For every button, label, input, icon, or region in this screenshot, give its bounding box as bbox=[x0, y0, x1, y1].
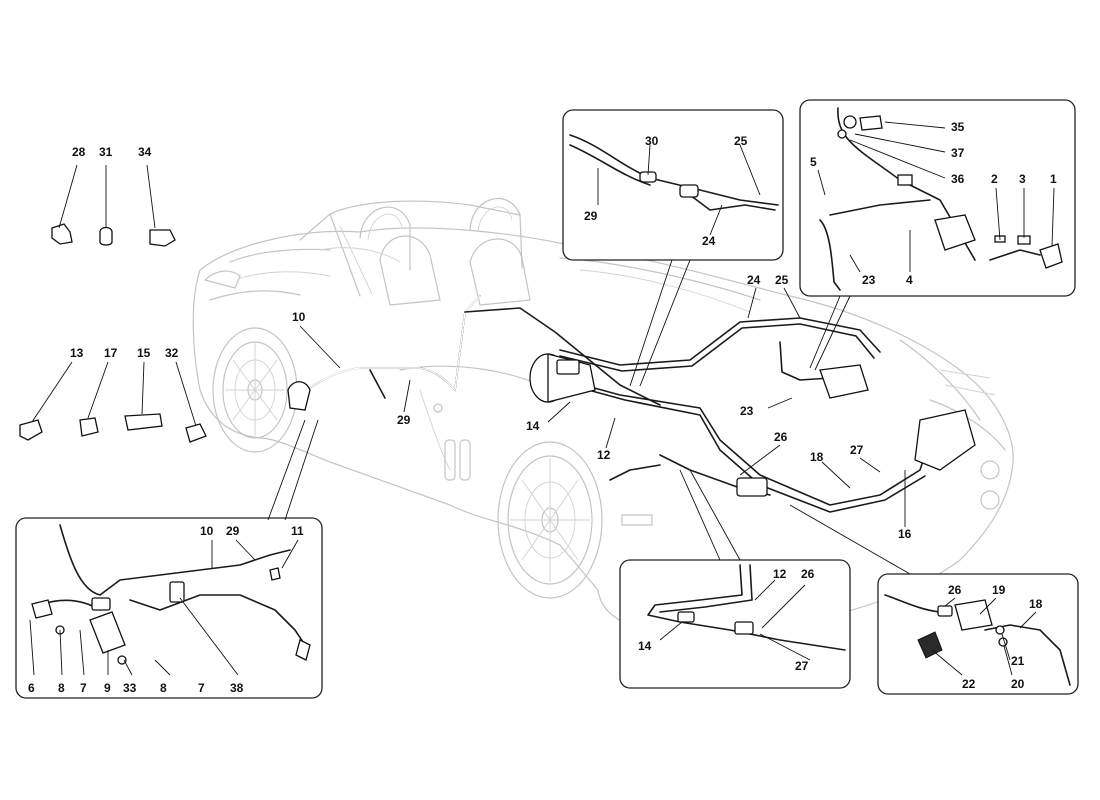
callout-car-29: 29 bbox=[397, 413, 411, 427]
callout-bl-8b: 8 bbox=[160, 681, 167, 695]
callout-tr-2: 2 bbox=[991, 172, 998, 186]
callout-bl-9: 9 bbox=[104, 681, 111, 695]
callout-bl-29: 29 bbox=[226, 524, 240, 538]
brake-lines-on-car bbox=[287, 295, 976, 513]
callout-tr-37: 37 bbox=[951, 146, 965, 160]
clip-15 bbox=[124, 361, 163, 431]
callout-bc-26: 26 bbox=[801, 567, 815, 581]
clip-13 bbox=[19, 361, 73, 441]
callout-17: 17 bbox=[104, 346, 118, 360]
callout-br-18: 18 bbox=[1029, 597, 1043, 611]
callout-tr-23: 23 bbox=[862, 273, 876, 287]
callout-bl-10: 10 bbox=[200, 524, 214, 538]
callout-car-26: 26 bbox=[774, 430, 788, 444]
callout-car-27: 27 bbox=[850, 443, 864, 457]
callout-car-23: 23 bbox=[740, 404, 754, 418]
clip-32 bbox=[175, 361, 207, 443]
callout-tr-3: 3 bbox=[1019, 172, 1026, 186]
callout-bc-27: 27 bbox=[795, 659, 809, 673]
callout-tc-24: 24 bbox=[702, 234, 716, 248]
inset-leaders bbox=[299, 259, 906, 527]
callout-bl-6: 6 bbox=[28, 681, 35, 695]
clip-34 bbox=[146, 164, 176, 247]
callout-bl-7b: 7 bbox=[198, 681, 205, 695]
callout-15: 15 bbox=[137, 346, 151, 360]
inset-top-right bbox=[799, 99, 1076, 297]
callout-car-10: 10 bbox=[292, 310, 306, 324]
callout-31: 31 bbox=[99, 145, 113, 159]
callout-34: 34 bbox=[138, 145, 152, 159]
inset-bottom-right bbox=[789, 504, 1079, 695]
callout-13: 13 bbox=[70, 346, 84, 360]
callout-br-22: 22 bbox=[962, 677, 976, 691]
callout-car-12: 12 bbox=[597, 448, 611, 462]
callout-bl-7a: 7 bbox=[80, 681, 87, 695]
callout-bc-14: 14 bbox=[638, 639, 652, 653]
callout-tr-36: 36 bbox=[951, 172, 965, 186]
callout-bl-11: 11 bbox=[291, 524, 304, 538]
callout-labels: 28 31 34 13 17 15 32 10 29 14 12 26 18 2… bbox=[28, 120, 1057, 695]
clip-31 bbox=[99, 165, 113, 246]
callout-tr-5: 5 bbox=[810, 155, 817, 169]
callout-28: 28 bbox=[72, 145, 86, 159]
clip-parts-top-left bbox=[51, 164, 176, 247]
callout-car-25: 25 bbox=[775, 273, 789, 287]
clip-28 bbox=[51, 164, 78, 245]
callout-car-24: 24 bbox=[747, 273, 761, 287]
inset-bottom-center bbox=[619, 469, 851, 689]
callout-car-14: 14 bbox=[526, 419, 540, 433]
callout-tc-25: 25 bbox=[734, 134, 748, 148]
callout-br-21: 21 bbox=[1011, 654, 1025, 668]
inset-top-center bbox=[562, 109, 784, 261]
callout-bl-33: 33 bbox=[123, 681, 137, 695]
callout-bl-38: 38 bbox=[230, 681, 244, 695]
inset-bottom-left bbox=[15, 419, 323, 699]
clip-17 bbox=[79, 361, 109, 437]
car-body-outline bbox=[192, 198, 1014, 631]
callout-bc-12: 12 bbox=[773, 567, 787, 581]
clip-parts-mid-left bbox=[19, 361, 207, 443]
callout-tc-29: 29 bbox=[584, 209, 598, 223]
callout-tr-4: 4 bbox=[906, 273, 913, 287]
callout-br-20: 20 bbox=[1011, 677, 1025, 691]
callout-br-26: 26 bbox=[948, 583, 962, 597]
callout-tc-30: 30 bbox=[645, 134, 659, 148]
callout-32: 32 bbox=[165, 346, 179, 360]
callout-car-16: 16 bbox=[898, 527, 912, 541]
callout-br-19: 19 bbox=[992, 583, 1006, 597]
callout-tr-35: 35 bbox=[951, 120, 965, 134]
callout-car-18: 18 bbox=[810, 450, 824, 464]
callout-tr-1: 1 bbox=[1050, 172, 1057, 186]
callout-bl-8a: 8 bbox=[58, 681, 65, 695]
